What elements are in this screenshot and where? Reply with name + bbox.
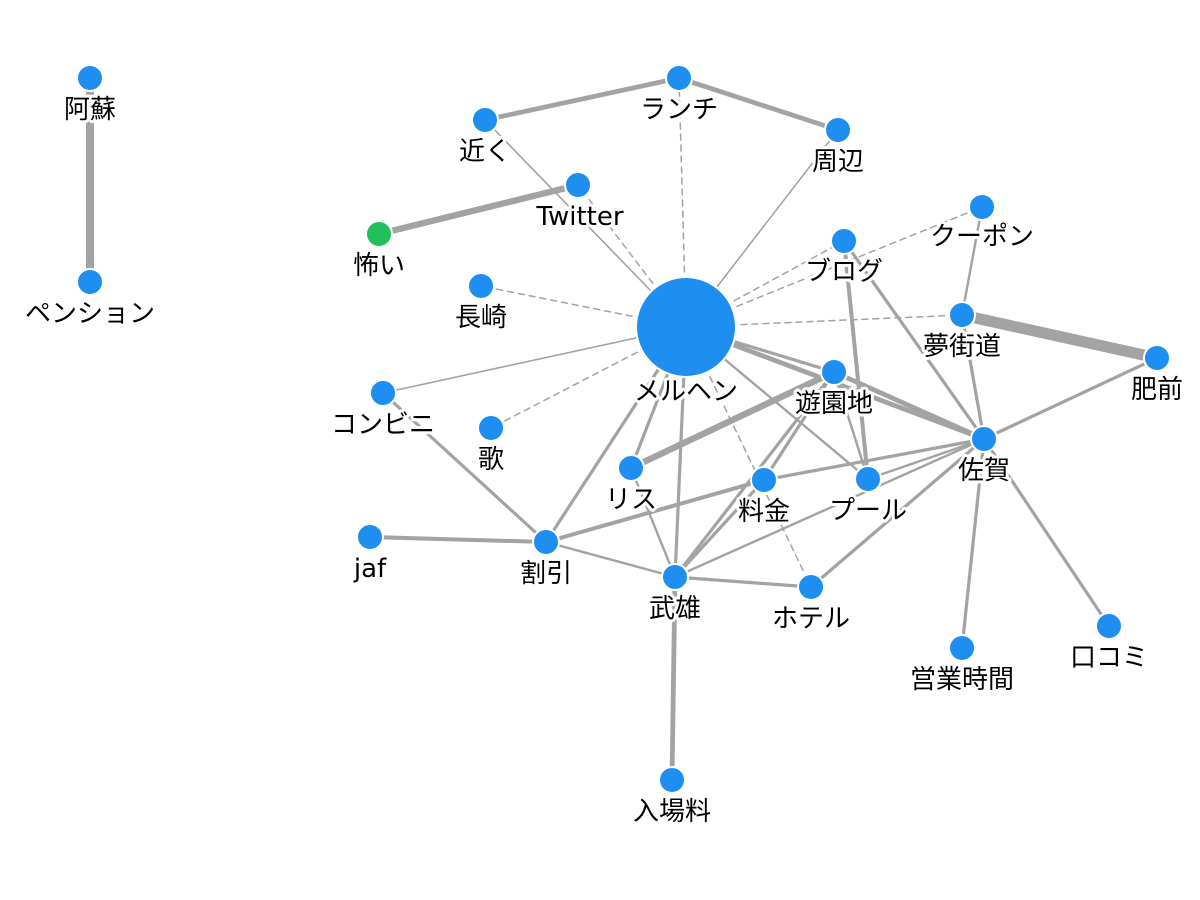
edge-saga-eigyo xyxy=(960,437,986,650)
node-label-jaf: jaf xyxy=(353,554,387,584)
node-kowai[interactable] xyxy=(365,220,393,248)
edge-blog-pool xyxy=(842,239,870,481)
node-aso[interactable] xyxy=(76,64,104,92)
node-risu[interactable] xyxy=(617,454,645,482)
node-label-risu: リス xyxy=(605,485,657,515)
node-meruhen[interactable] xyxy=(635,276,737,378)
edge-coupon-yumekaido xyxy=(960,205,984,317)
edge-blog-saga xyxy=(842,239,986,441)
node-label-hizen: 肥前 xyxy=(1131,375,1183,405)
edge-hizen-saga xyxy=(982,356,1159,441)
node-jaf[interactable] xyxy=(356,523,384,551)
node-hotel[interactable] xyxy=(797,573,825,601)
node-yumekaido[interactable] xyxy=(948,301,976,329)
node-uta[interactable] xyxy=(477,414,505,442)
node-label-blog: ブログ xyxy=(805,257,883,287)
node-label-waribiki: 割引 xyxy=(520,559,572,589)
edge-konbini-waribiki xyxy=(381,391,548,544)
edge-saga-kuchikomi xyxy=(982,437,1111,628)
node-label-hotel: ホテル xyxy=(772,604,850,634)
node-label-pool: プール xyxy=(829,496,907,526)
node-yuenchi[interactable] xyxy=(820,358,848,386)
node-pension[interactable] xyxy=(76,268,104,296)
edge-risu-takeo xyxy=(629,466,677,579)
edge-ryokin-takeo xyxy=(673,478,766,579)
node-blog[interactable] xyxy=(830,227,858,255)
node-coupon[interactable] xyxy=(968,193,996,221)
node-label-konbini: コンビニ xyxy=(331,410,435,440)
node-label-kuchikomi: 口コミ xyxy=(1070,643,1148,673)
nodes-layer xyxy=(76,64,1171,794)
edge-yuenchi-ryokin xyxy=(762,370,836,482)
node-label-takeo: 武雄 xyxy=(649,594,701,624)
node-lunch[interactable] xyxy=(665,64,693,92)
edge-jaf-waribiki xyxy=(368,535,548,544)
node-label-eigyo: 営業時間 xyxy=(910,665,1014,695)
edge-saga-pool xyxy=(866,437,986,481)
node-label-kowai: 怖い xyxy=(353,251,405,281)
edge-risu-yuenchi xyxy=(627,368,838,472)
edge-yuenchi-pool xyxy=(832,370,870,481)
node-hizen[interactable] xyxy=(1143,344,1171,372)
node-label-shuhen: 周辺 xyxy=(812,147,864,177)
node-label-twitter: Twitter xyxy=(535,202,623,232)
node-takeo[interactable] xyxy=(661,563,689,591)
node-label-yuenchi: 遊園地 xyxy=(795,389,873,419)
node-label-chikaku: 近く xyxy=(459,137,511,167)
node-label-nagasaki: 長崎 xyxy=(455,303,507,333)
node-ryokin[interactable] xyxy=(750,466,778,494)
edge-meruhen-blog xyxy=(685,240,845,328)
edge-meruhen-lunch xyxy=(678,77,687,328)
node-label-uta: 歌 xyxy=(478,445,504,475)
edge-kowai-twitter xyxy=(375,181,582,238)
node-nyujoryo[interactable] xyxy=(658,766,686,794)
edge-yuenchi-saga xyxy=(831,369,987,442)
node-label-saga: 佐賀 xyxy=(958,456,1010,486)
edge-lunch-shuhen xyxy=(676,75,841,133)
node-konbini[interactable] xyxy=(369,379,397,407)
node-label-meruhen: メルヘン xyxy=(634,377,738,407)
node-label-pension: ペンション xyxy=(25,299,155,329)
node-label-aso: 阿蘇 xyxy=(64,95,116,125)
node-label-lunch: ランチ xyxy=(640,95,718,125)
node-label-ryokin: 料金 xyxy=(738,497,790,527)
edge-yumekaido-hizen xyxy=(956,309,1163,364)
node-twitter[interactable] xyxy=(564,171,592,199)
edge-meruhen-twitter xyxy=(577,184,687,328)
edge-saga-hotel xyxy=(809,437,986,589)
node-label-coupon: クーポン xyxy=(930,222,1034,252)
edge-waribiki-ryokin xyxy=(544,478,766,544)
edge-saga-ryokin xyxy=(762,437,986,482)
edge-yumekaido-saga xyxy=(960,313,986,441)
edge-takeo-nyujoryo xyxy=(669,574,678,783)
node-waribiki[interactable] xyxy=(532,528,560,556)
edge-takeo-hotel xyxy=(673,575,813,589)
edge-chikaku-lunch xyxy=(482,75,682,123)
node-chikaku[interactable] xyxy=(471,106,499,134)
node-eigyo[interactable] xyxy=(948,634,976,662)
edge-meruhen-coupon xyxy=(685,206,983,328)
edge-saga-takeo xyxy=(673,437,986,579)
node-nagasaki[interactable] xyxy=(467,272,495,300)
node-pool[interactable] xyxy=(854,465,882,493)
node-label-nyujoryo: 入場料 xyxy=(633,797,711,827)
node-label-yumekaido: 夢街道 xyxy=(923,332,1001,362)
node-saga[interactable] xyxy=(970,425,998,453)
edge-meruhen-konbini xyxy=(382,326,687,394)
node-kuchikomi[interactable] xyxy=(1095,612,1123,640)
node-shuhen[interactable] xyxy=(824,116,852,144)
edge-waribiki-takeo xyxy=(544,540,677,579)
